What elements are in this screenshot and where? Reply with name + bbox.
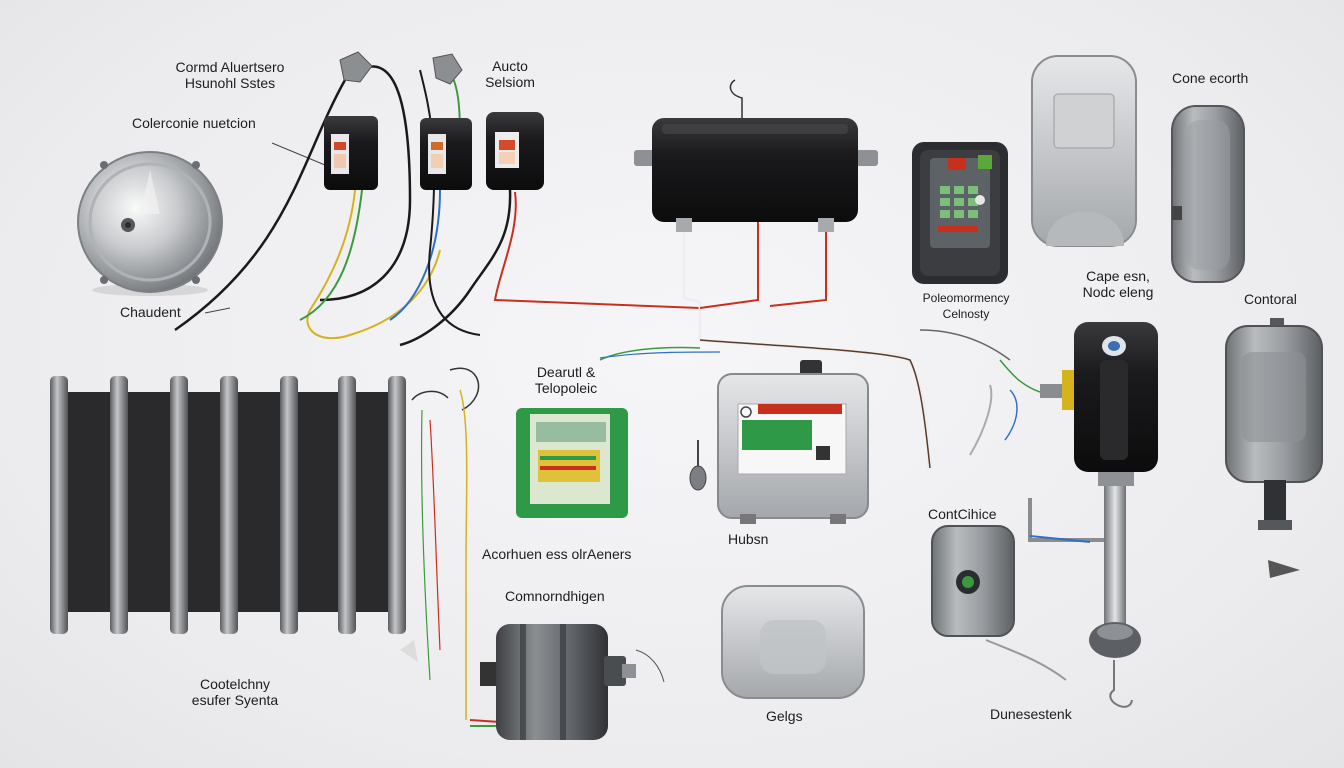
label-acorhuen: Acorhuen ess olrAeners xyxy=(482,546,632,562)
label-line: Aucto xyxy=(492,58,528,74)
label-line: Celnosty xyxy=(942,307,990,321)
siren-icon xyxy=(77,151,223,296)
cover-icon xyxy=(1031,55,1245,283)
label-dearutl: Dearutl & Telopoleic xyxy=(526,364,606,396)
label-colerconie: Colerconie nuetcion xyxy=(132,115,256,131)
junction-box-icon xyxy=(689,360,869,524)
radiator-icon xyxy=(50,367,480,720)
label-contehice: ContCihice xyxy=(928,506,997,522)
enclosure-icon xyxy=(721,585,865,699)
label-line: Selsiom xyxy=(485,74,535,90)
label-control-systems: Cormd Aluertsero Hsunohl Sstes xyxy=(150,59,310,91)
label-line: Cormd Aluertsero xyxy=(175,59,285,75)
heater-icon xyxy=(634,79,931,471)
label-contoral: Contoral xyxy=(1244,291,1297,307)
label-hubsn: Hubsn xyxy=(728,531,769,547)
label-performancy: Poleomormency Celnosty xyxy=(906,290,1026,322)
label-dunesestenk: Dunesestenk xyxy=(990,706,1072,722)
sensor-icon xyxy=(919,322,1158,708)
label-cape-esn: Cape esn, Nodc eleng xyxy=(1068,268,1168,300)
label-line: Nodc eleng xyxy=(1082,284,1154,300)
label-chaudent: Chaudent xyxy=(120,304,181,320)
label-line: Cootelchny xyxy=(199,676,271,692)
relay-icon xyxy=(174,51,701,347)
label-core-ecorth: Cone ecorth xyxy=(1172,70,1249,86)
keypad-icon xyxy=(912,142,1008,284)
label-line: Hsunohl Sstes xyxy=(184,75,276,91)
label-line: Dearutl & xyxy=(536,364,596,380)
label-line: esufer Syenta xyxy=(191,692,279,708)
label-comnorndhigen: Comnorndhigen xyxy=(505,588,605,604)
label-line: Cape esn, xyxy=(1086,268,1150,284)
label-line: Poleomormency xyxy=(922,291,1010,305)
label-cothelchy: Cootelchny esufer Syenta xyxy=(170,676,300,708)
label-gelgs: Gelgs xyxy=(766,708,803,724)
probe-icon xyxy=(931,525,1067,681)
pcb-icon xyxy=(516,346,721,518)
label-auto-system: Aucto Selsiom xyxy=(470,58,550,90)
label-line: Telopoleic xyxy=(534,380,598,396)
enclosure-icon xyxy=(1225,318,1323,578)
motor-icon xyxy=(469,624,665,740)
